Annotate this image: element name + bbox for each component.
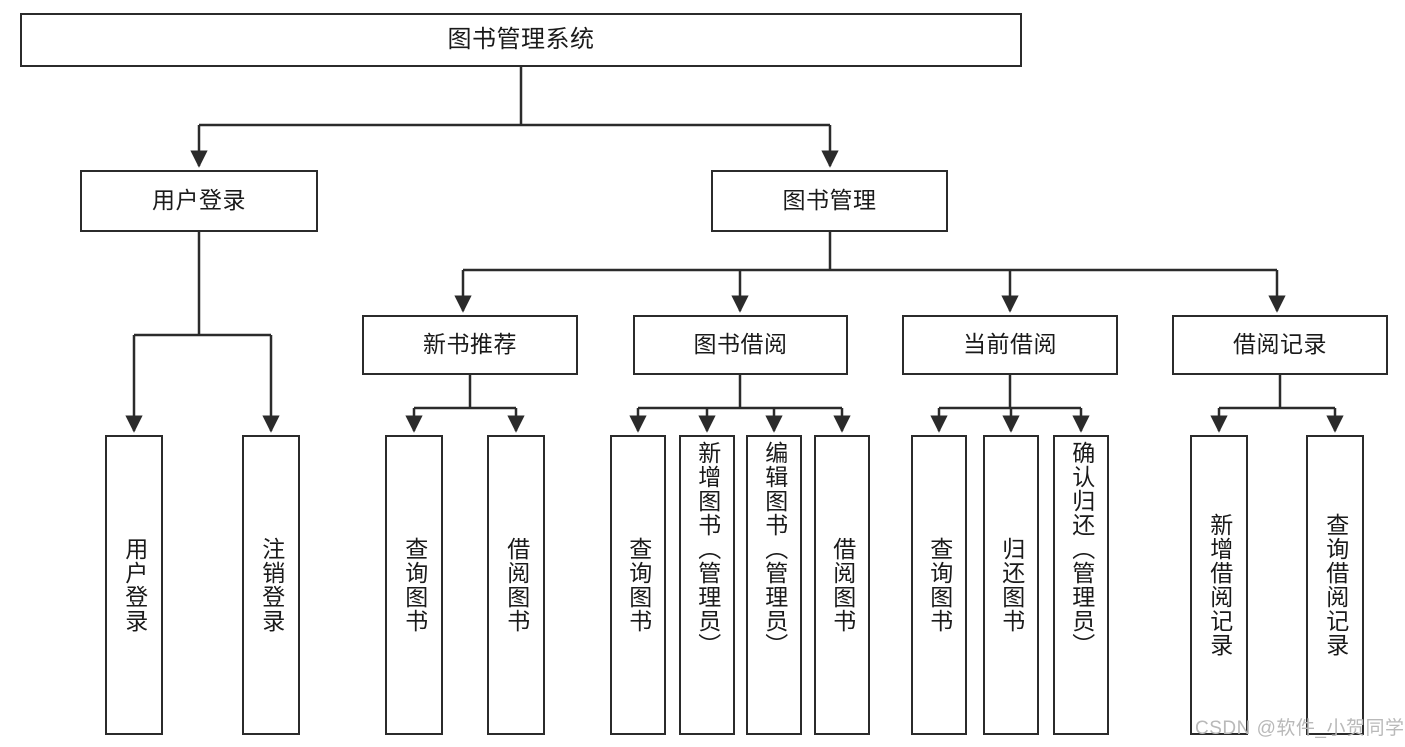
node-borrow-records[interactable]: 借阅记录 <box>1172 315 1388 375</box>
node-leaf-user-logout[interactable]: 注销登录 <box>242 435 300 735</box>
node-root[interactable]: 图书管理系统 <box>20 13 1022 67</box>
node-leaf-user-login[interactable]: 用户登录 <box>105 435 163 735</box>
node-book-borrow-label: 图书借阅 <box>693 331 788 358</box>
node-root-label: 图书管理系统 <box>447 25 595 53</box>
node-leaf-query-book-2-label: 查询图书 <box>625 537 652 633</box>
node-new-book-recommend[interactable]: 新书推荐 <box>362 315 578 375</box>
node-leaf-edit-book[interactable]: 编辑图书（管理员） <box>746 435 802 735</box>
node-leaf-query-book-2[interactable]: 查询图书 <box>610 435 666 735</box>
node-leaf-confirm-return-label: 确认归还（管理员） <box>1068 441 1095 657</box>
node-leaf-return-book[interactable]: 归还图书 <box>983 435 1039 735</box>
node-leaf-query-book-3-label: 查询图书 <box>926 537 953 633</box>
node-user-login[interactable]: 用户登录 <box>80 170 318 232</box>
node-leaf-user-logout-label: 注销登录 <box>258 537 285 633</box>
node-current-borrow-label: 当前借阅 <box>963 331 1057 358</box>
watermark: CSDN @软件_小贺同学 <box>1195 718 1405 739</box>
node-leaf-return-book-label: 归还图书 <box>998 537 1025 633</box>
node-leaf-add-record[interactable]: 新增借阅记录 <box>1190 435 1248 735</box>
node-leaf-borrow-book-1[interactable]: 借阅图书 <box>487 435 545 735</box>
node-leaf-query-book-1-label: 查询图书 <box>401 537 428 633</box>
node-leaf-borrow-book-2[interactable]: 借阅图书 <box>814 435 870 735</box>
node-leaf-query-book-3[interactable]: 查询图书 <box>911 435 967 735</box>
node-new-book-recommend-label: 新书推荐 <box>423 331 517 358</box>
node-book-manage-label: 图书管理 <box>782 187 877 214</box>
node-leaf-add-book[interactable]: 新增图书（管理员） <box>679 435 735 735</box>
node-leaf-add-record-label: 新增借阅记录 <box>1206 513 1233 657</box>
node-leaf-add-book-label: 新增图书（管理员） <box>694 441 721 657</box>
node-leaf-query-book-1[interactable]: 查询图书 <box>385 435 443 735</box>
node-borrow-records-label: 借阅记录 <box>1233 331 1327 358</box>
node-current-borrow[interactable]: 当前借阅 <box>902 315 1118 375</box>
node-user-login-label: 用户登录 <box>152 187 246 214</box>
node-leaf-borrow-book-2-label: 借阅图书 <box>829 537 856 633</box>
node-book-borrow[interactable]: 图书借阅 <box>633 315 848 375</box>
node-book-manage[interactable]: 图书管理 <box>711 170 948 232</box>
node-leaf-edit-book-label: 编辑图书（管理员） <box>761 441 788 657</box>
node-leaf-confirm-return[interactable]: 确认归还（管理员） <box>1053 435 1109 735</box>
node-leaf-query-record[interactable]: 查询借阅记录 <box>1306 435 1364 735</box>
node-leaf-user-login-label: 用户登录 <box>121 537 148 633</box>
node-leaf-borrow-book-1-label: 借阅图书 <box>503 537 530 633</box>
node-leaf-query-record-label: 查询借阅记录 <box>1322 513 1349 657</box>
